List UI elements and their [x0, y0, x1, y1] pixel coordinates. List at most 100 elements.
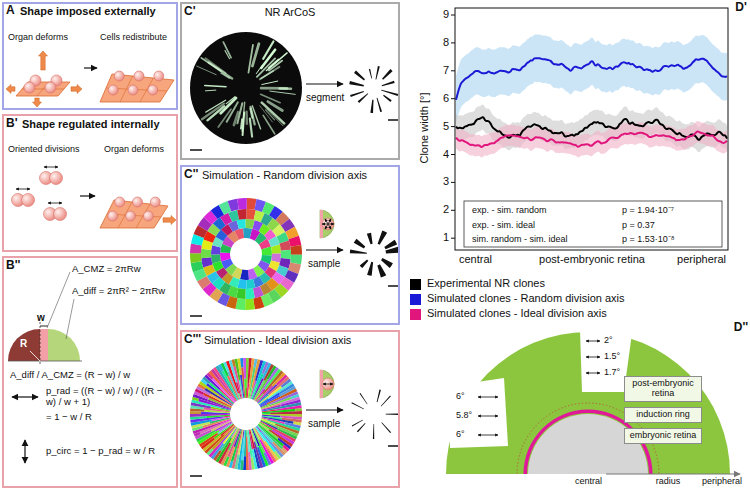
- clone-shape: [351, 402, 364, 409]
- clone-streak: [295, 408, 302, 411]
- icon-dome: [320, 210, 334, 238]
- clone-shape: [378, 230, 387, 244]
- labelled-clone: [248, 45, 252, 73]
- clone-shape: [381, 422, 391, 433]
- clone-patch: [245, 298, 255, 310]
- arrow: [16, 189, 30, 190]
- axis-line: [40, 322, 41, 364]
- tick-label: 5: [443, 120, 449, 133]
- width-tick: [40, 326, 48, 327]
- cell-sphere: [115, 197, 125, 207]
- force-arrow: [163, 216, 176, 225]
- clone-patch: [271, 245, 281, 254]
- clone-patch: [237, 209, 246, 220]
- clone-shape: [360, 260, 369, 269]
- leader-line: [66, 299, 74, 339]
- clone-shape: [352, 420, 363, 427]
- labelled-clone: [197, 66, 216, 75]
- cell-sphere: [148, 85, 158, 95]
- data-line: [456, 58, 727, 100]
- cell-sphere: [108, 85, 118, 95]
- clone-shape: [358, 93, 369, 103]
- arrow: [586, 341, 600, 342]
- arrow: [586, 373, 600, 374]
- legend-swatch: [410, 294, 421, 305]
- cell-sphere: [114, 71, 124, 81]
- force-arrow: [6, 85, 15, 94]
- table-cell: sim. random - sim. ideal: [472, 234, 568, 244]
- legend-text: Simulated clones - Ideal division axis: [427, 307, 607, 320]
- axis-label: central: [575, 476, 602, 486]
- cell-sphere: [50, 172, 63, 185]
- labelled-clone: [205, 86, 226, 87]
- region-label-box: embryonic retina: [624, 428, 702, 444]
- icon-cell: [322, 218, 334, 230]
- labelled-clone: [280, 87, 291, 90]
- clone-patch: [228, 199, 239, 212]
- cell-sphere: [143, 211, 153, 221]
- arrow: [328, 224, 334, 225]
- cell-sphere: [126, 211, 136, 221]
- division-icon: [320, 370, 334, 398]
- panel-box: C'NR ArCoSsegment: [180, 2, 400, 160]
- clone-patch: [279, 241, 290, 251]
- region-label: induction ring: [628, 410, 698, 420]
- table-cell: exp. - sim. random: [472, 205, 547, 215]
- labelled-clone: [241, 119, 242, 128]
- clone-streak: [246, 430, 247, 437]
- dimension-label: w: [37, 312, 45, 324]
- radius-axis: [606, 473, 740, 474]
- tick-mark: [451, 210, 455, 211]
- labelled-clone: [221, 73, 229, 78]
- clone-shape: [383, 95, 392, 102]
- arrow: [586, 357, 600, 358]
- legend-swatch: [410, 279, 421, 290]
- labelled-clone: [245, 112, 248, 124]
- clone-streak: [247, 383, 249, 398]
- region-label: embryonic retina: [628, 431, 698, 441]
- clone-shape: [381, 396, 391, 407]
- clone-streak: [190, 414, 220, 417]
- clone-patch: [237, 219, 246, 229]
- tick-label: 2: [443, 203, 449, 216]
- formula: A_CMZ = 2πRw: [72, 264, 176, 275]
- clone-streak: [243, 358, 246, 379]
- clone-patch: [253, 297, 264, 310]
- leader-line: [47, 272, 70, 328]
- labelled-clone: [260, 106, 273, 122]
- cell-sphere: [54, 208, 67, 221]
- clone-shape: [373, 424, 374, 439]
- arrow: [48, 203, 62, 204]
- clone-patch: [261, 247, 272, 256]
- formula: p_rad = ((R − w) / w) / ((R − w) / w + 1…: [46, 386, 174, 408]
- clone-shape: [354, 71, 365, 81]
- clone-patch: [281, 250, 291, 259]
- clone-patch: [290, 245, 302, 255]
- tick-mark: [451, 126, 455, 127]
- panel-title: Shape imposed externally: [20, 5, 156, 18]
- legend-swatch: [410, 309, 421, 320]
- labelled-clone: [252, 106, 260, 129]
- embryonic-region: [8, 329, 40, 361]
- arrow: [44, 167, 58, 168]
- clone-streak: [220, 414, 230, 415]
- cell-sphere: [24, 82, 35, 93]
- labelled-clone: [250, 119, 252, 137]
- labelled-clone: [266, 53, 287, 71]
- clone-shape: [385, 247, 398, 254]
- force-arrow: [33, 98, 42, 107]
- retina-disk: [190, 358, 302, 476]
- segmented-clones: [349, 66, 398, 120]
- error-band: [456, 34, 727, 123]
- step-label: Organ deforms: [104, 144, 164, 154]
- panel-box: C''Simulation - Random division axissamp…: [180, 165, 400, 325]
- labelled-clone: [221, 98, 236, 113]
- panel-title: Shape regulated internally: [22, 118, 160, 131]
- step-label: sample: [308, 418, 340, 430]
- step-label: Organ deforms: [8, 32, 68, 42]
- cell-sphere: [22, 194, 35, 207]
- panel-letter: B': [6, 117, 18, 131]
- tick-label: 4: [443, 148, 449, 161]
- region-label-box: induction ring: [624, 407, 702, 423]
- clone-shape: [350, 91, 364, 97]
